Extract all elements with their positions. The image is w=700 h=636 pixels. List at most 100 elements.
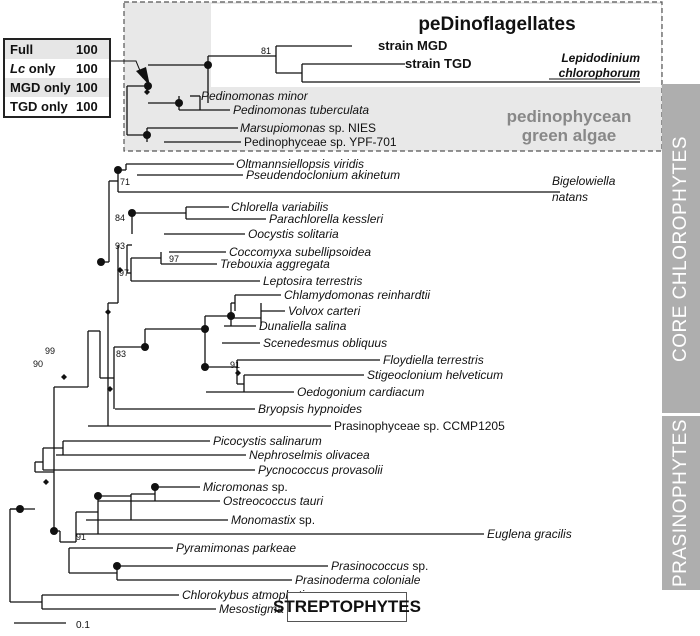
full-support-node: [128, 209, 136, 217]
taxon-label-prasinophyceae: Prasinophyceae sp. CCMP1205: [334, 419, 505, 433]
full-support-node: [50, 527, 58, 535]
taxon-label-volvox: Volvox carteri: [288, 304, 361, 318]
legend-key: TGD only: [10, 99, 68, 114]
prasinophytes-label: PRASINOPHYTES: [662, 416, 700, 590]
support-value: 91: [76, 532, 86, 542]
taxon-label-pseudendoclonium: Pseudendoclonium akinetum: [246, 168, 400, 182]
streptophytes-label: STREPTOPHYTES: [273, 592, 421, 622]
legend-row-lc: Lc only 100: [5, 59, 109, 78]
taxon-label-parachlorella: Parachlorella kessleri: [269, 212, 383, 226]
legend-row-full: Full 100: [5, 40, 109, 59]
taxon-label-dunaliella: Dunaliella salina: [259, 319, 347, 333]
taxon-label-floydiella: Floydiella terrestris: [383, 353, 484, 367]
full-support-node: [16, 505, 24, 513]
legend-key: Full: [10, 42, 34, 57]
taxon-label-stigeoclonium: Stigeoclonium helveticum: [367, 368, 503, 382]
tree-nodes: [16, 61, 241, 570]
full-support-node: [97, 258, 105, 266]
taxon-label-monomastix: Monomastix sp.: [231, 513, 315, 527]
taxon-label-prasinococcus: Prasinococcus sp.: [331, 559, 428, 573]
taxon-label-lepidodinium: Lepidodinium: [561, 51, 640, 65]
full-support-node: [175, 99, 183, 107]
full-support-node: [204, 61, 212, 69]
partial-support-marker: [144, 89, 150, 95]
legend-arrow: [111, 60, 150, 86]
legend-row-mgd: MGD only 100: [5, 78, 109, 97]
pedinophycean-title-1: pedinophycean: [507, 107, 632, 126]
taxon-label-strain-tgd: strain TGD: [405, 56, 471, 71]
support-value: 83: [116, 349, 126, 359]
legend-row-tgd: TGD only 100: [5, 97, 109, 116]
support-value: 90: [33, 359, 43, 369]
taxon-label-oedogonium: Oedogonium cardiacum: [297, 385, 424, 399]
full-support-node: [144, 82, 152, 90]
support-value: 71: [120, 177, 130, 187]
legend-value: 100: [76, 80, 98, 95]
taxon-label-leptosira: Leptosira terrestris: [263, 274, 362, 288]
support-value: 93: [115, 241, 125, 251]
partial-support-marker: [43, 479, 49, 485]
taxon-label-ostreococcus: Ostreococcus tauri: [223, 494, 323, 508]
pedinophycean-highlight: [123, 1, 663, 152]
taxon-label-lepidodinium-2: chlorophorum: [559, 66, 641, 80]
partial-support-marker: [117, 267, 123, 273]
taxon-label-micromonas: Micromonas sp.: [203, 480, 288, 494]
taxon-label-bryopsis: Bryopsis hypnoides: [258, 402, 362, 416]
legend-value: 100: [76, 61, 98, 76]
scale-bar-label: 0.1: [76, 620, 90, 631]
taxon-label-pedinophyceae: Pedinophyceae sp. YPF-701: [244, 135, 397, 149]
partial-support-marker: [61, 374, 67, 380]
taxon-label-strain-mgd: strain MGD: [378, 38, 447, 53]
core-chlorophytes-label: CORE CHLOROPHYTES: [662, 84, 700, 413]
support-legend: Full 100 Lc only 100 MGD only 100 TGD on…: [3, 38, 111, 118]
legend-value: 100: [76, 42, 98, 57]
streptophytes-text: STREPTOPHYTES: [273, 597, 421, 616]
taxon-label-chlamydomonas: Chlamydomonas reinhardtii: [284, 288, 430, 302]
taxon-label-marsupiomonas: Marsupiomonas sp. NIES: [240, 121, 376, 135]
tree-branches: [9, 45, 640, 610]
prasinophytes-text: PRASINOPHYTES: [670, 418, 691, 588]
full-support-node: [113, 562, 121, 570]
legend-key-suffix: only: [25, 61, 56, 76]
full-support-node: [227, 312, 235, 320]
taxon-label-nephroselmis: Nephroselmis olivacea: [249, 448, 370, 462]
taxon-label-pedinomonas-tuberculata: Pedinomonas tuberculata: [233, 103, 369, 117]
partial-support-marker: [235, 370, 241, 376]
pedinophycean-title-2: green algae: [522, 126, 617, 145]
taxon-label-picocystis: Picocystis salinarum: [213, 434, 322, 448]
partial-support-marker: [107, 386, 113, 392]
full-support-node: [114, 166, 122, 174]
full-support-node: [94, 492, 102, 500]
taxon-label-pycnococcus: Pycnococcus provasolii: [258, 463, 383, 477]
taxon-label-bigelowiella: Bigelowiella: [552, 174, 616, 188]
tree-labels: strain MGD strain TGD Lepidodiniumchloroph…: [176, 38, 640, 616]
highlight-dashed-border: [123, 1, 663, 152]
taxon-label-scenedesmus: Scenedesmus obliquus: [263, 336, 387, 350]
support-value: 99: [45, 346, 55, 356]
taxon-label-trebouxia: Trebouxia aggregata: [220, 257, 330, 271]
full-support-node: [151, 483, 159, 491]
core-chlorophytes-text: CORE CHLOROPHYTES: [670, 135, 691, 362]
pedinoflagellates-title: peDinoflagellates: [418, 14, 575, 35]
taxon-label-euglena: Euglena gracilis: [487, 527, 572, 541]
partial-support-marker: [105, 309, 111, 315]
taxon-label-prasinoderma: Prasinoderma coloniale: [295, 573, 421, 587]
taxon-label-pedinomonas-minor: Pedinomonas minor: [201, 89, 309, 103]
legend-value: 100: [76, 99, 98, 114]
taxon-label-pyramimonas: Pyramimonas parkeae: [176, 541, 296, 555]
legend-key: Lc: [10, 61, 26, 76]
taxon-label-bigelowiella-2: natans: [552, 190, 588, 204]
support-value: 97: [119, 268, 129, 278]
full-support-node: [141, 343, 149, 351]
support-value: 91: [230, 360, 240, 370]
legend-key: MGD only: [10, 80, 71, 95]
support-value: 81: [261, 46, 271, 56]
taxon-label-oltmannsiellopsis: Oltmannsiellopsis viridis: [236, 157, 364, 171]
full-support-node: [143, 131, 151, 139]
full-support-node: [201, 325, 209, 333]
taxon-label-coccomyxa: Coccomyxa subellipsoidea: [229, 245, 371, 259]
full-support-node: [201, 363, 209, 371]
